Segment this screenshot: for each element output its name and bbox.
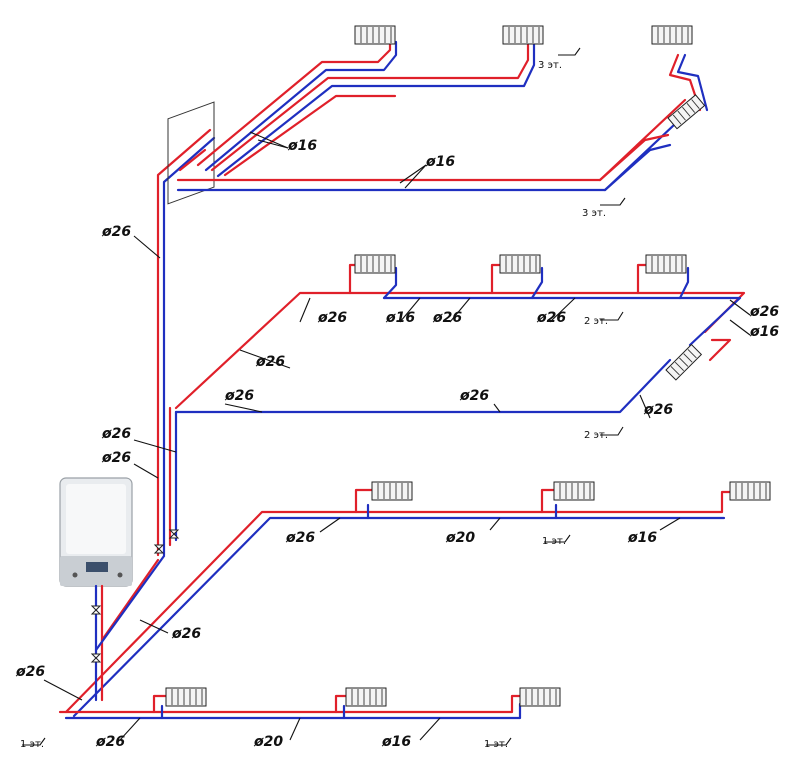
main-riser	[156, 101, 216, 557]
floor-1-lower-loop	[58, 694, 522, 720]
valve-icon	[90, 653, 102, 663]
level-label: 1 эт.	[542, 536, 566, 547]
radiator	[651, 25, 693, 45]
level-markers	[22, 47, 626, 746]
pipe-label: ø16	[287, 138, 317, 154]
pipe-label: ø16	[627, 530, 657, 546]
radiator	[665, 343, 703, 381]
pipe-label: ø26	[171, 626, 201, 642]
pipe-label: ø26	[101, 224, 131, 240]
pipe-label: ø26	[224, 388, 254, 404]
leader-lines	[43, 131, 751, 741]
gas-boiler-icon	[59, 477, 133, 587]
level-label: 1 эт.	[20, 739, 44, 750]
pipe-label: ø26	[15, 664, 45, 680]
pipe-label: ø20	[253, 734, 283, 750]
floor-2-loop	[174, 263, 746, 414]
valve-icon	[153, 544, 165, 554]
level-label: 2 эт.	[584, 316, 608, 327]
pipe-label: ø26	[95, 734, 125, 750]
radiator	[354, 254, 396, 274]
level-label: 3 эт.	[582, 208, 606, 219]
pipe-label: ø20	[445, 530, 475, 546]
level-labels: 3 эт. 3 эт. 2 эт. 2 эт. 1 эт. 1 эт. 1 эт…	[20, 60, 608, 750]
level-label: 2 эт.	[584, 430, 608, 441]
level-label: 1 эт.	[484, 739, 508, 750]
pipe-labels: ø16 ø16 ø26 ø26 ø16 ø26 ø26 ø26 ø16 ø26 …	[15, 138, 779, 750]
radiator	[371, 481, 413, 501]
pipe-label: ø26	[536, 310, 566, 326]
pipe-label: ø26	[285, 530, 315, 546]
pipe-label: ø16	[385, 310, 415, 326]
pipe-label: ø26	[255, 354, 285, 370]
valve-icon	[168, 529, 180, 539]
radiator	[645, 254, 687, 274]
floor-1-upper-loop	[64, 488, 734, 718]
pipe-label: ø26	[749, 304, 779, 320]
pipe-label: ø26	[101, 426, 131, 442]
radiator	[354, 25, 396, 45]
pipe-label: ø16	[381, 734, 411, 750]
radiator	[165, 687, 207, 707]
radiator	[519, 687, 561, 707]
pipe-label: ø16	[425, 154, 455, 170]
pipe-label: ø26	[101, 450, 131, 466]
radiator	[502, 25, 544, 45]
pipe-label: ø26	[459, 388, 489, 404]
pipe-label: ø16	[749, 324, 779, 340]
radiator	[345, 687, 387, 707]
boiler-connections	[94, 554, 166, 702]
radiator	[667, 94, 706, 130]
valve-icon	[90, 605, 102, 615]
pipe-label: ø26	[643, 402, 673, 418]
pipe-label: ø26	[317, 310, 347, 326]
floor-3-loop	[176, 40, 709, 192]
radiator	[729, 481, 771, 501]
pipe-label: ø26	[432, 310, 462, 326]
radiator	[553, 481, 595, 501]
radiator	[499, 254, 541, 274]
level-label: 3 эт.	[538, 60, 562, 71]
